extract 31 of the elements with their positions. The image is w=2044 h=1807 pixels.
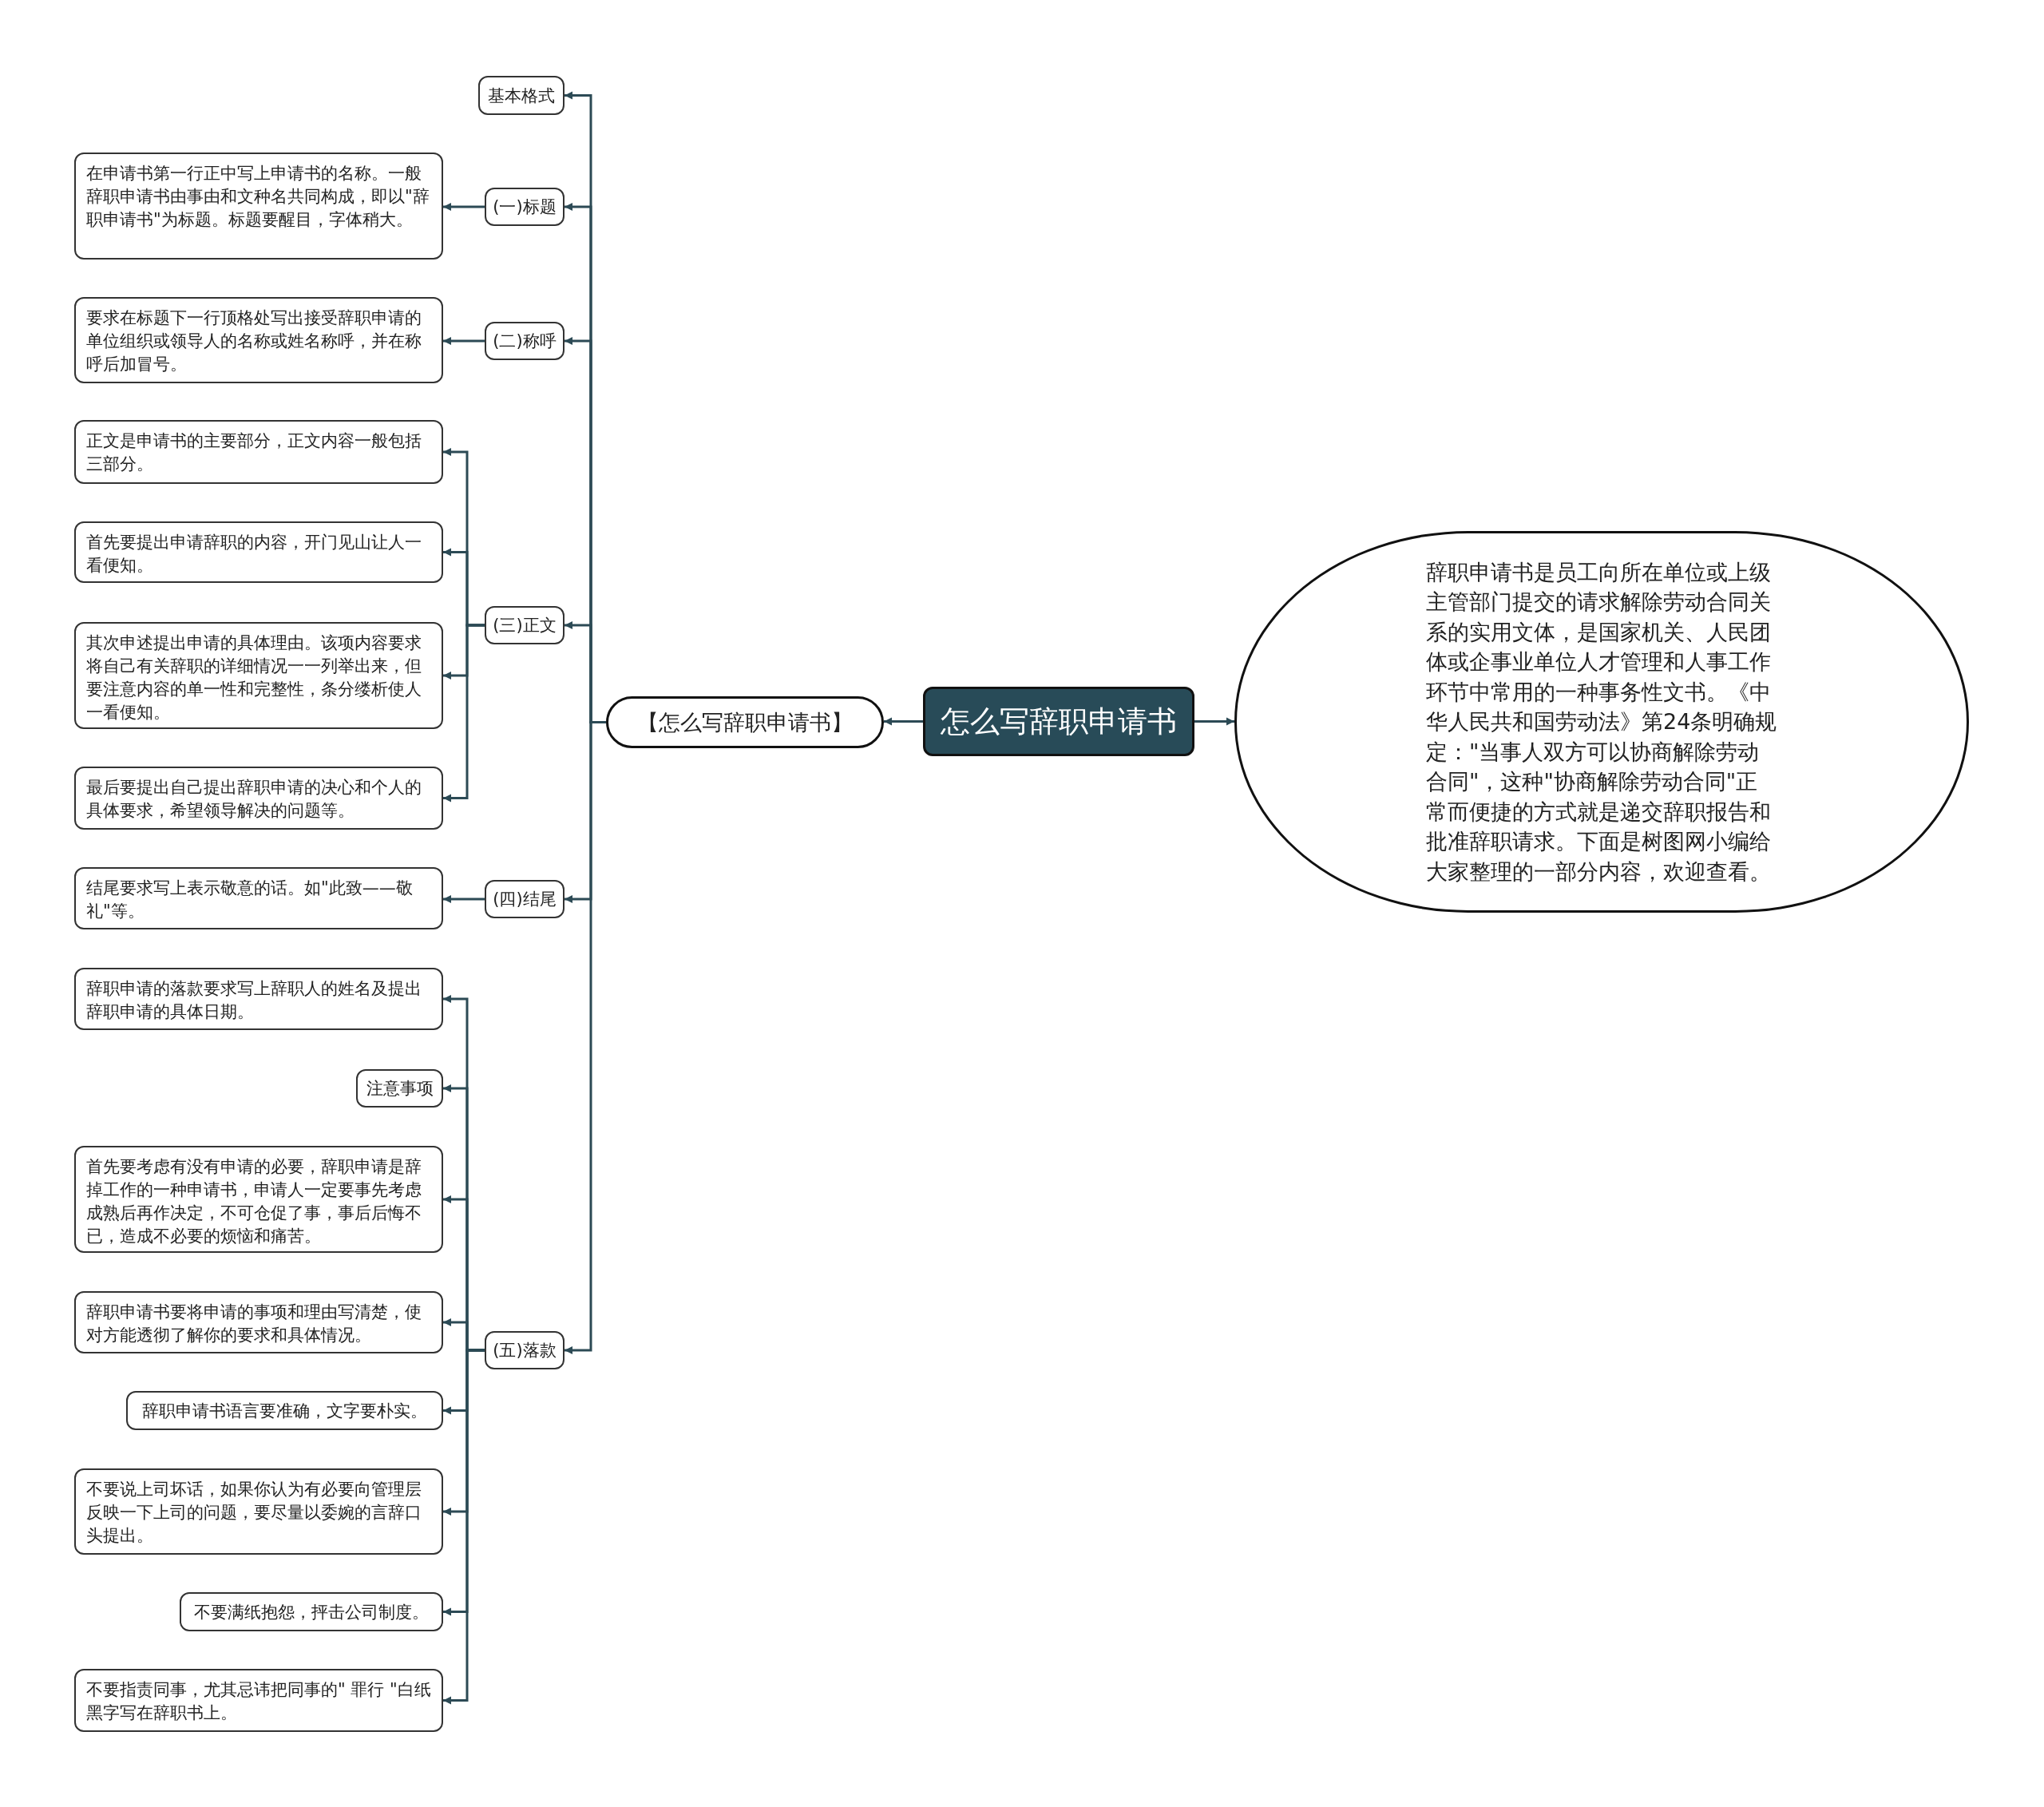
note-box: 其次申述提出申请的具体理由。该项内容要求将自己有关辞职的详细情况一一列举出来，但要注意内容的单一性和完整性，条分缕析使人一看便知。	[74, 622, 443, 729]
note-box: 正文是申请书的主要部分，正文内容一般包括三部分。	[74, 420, 443, 484]
topic-box: (二)称呼	[485, 322, 564, 360]
note-box: 辞职申请书语言要准确，文字要朴实。	[126, 1391, 443, 1430]
connector-arrow	[443, 337, 485, 345]
note-box: 不要说上司坏话，如果你认为有必要向管理层反映一下上司的问题，要尽量以委婉的言辞口头提出。	[74, 1468, 443, 1555]
connector-arrow	[443, 624, 485, 802]
topic-pill: 【怎么写辞职申请书】	[606, 696, 884, 748]
topic-box: 注意事项	[356, 1069, 443, 1108]
note-box: 不要满纸抱怨，抨击公司制度。	[180, 1592, 443, 1631]
connector-arrow	[443, 1349, 485, 1705]
topic-box: (四)结尾	[485, 880, 564, 918]
note-box: 最后要提出自己提出辞职申请的决心和个人的具体要求，希望领导解决的问题等。	[74, 767, 443, 830]
note-box: 辞职申请的落款要求写上辞职人的姓名及提出辞职申请的具体日期。	[74, 968, 443, 1030]
note-box: 辞职申请书要将申请的事项和理由写清楚，使对方能透彻了解你的要求和具体情况。	[74, 1291, 443, 1353]
connector-arrow	[884, 717, 923, 726]
note-box: 在申请书第一行正中写上申请书的名称。一般辞职申请书由事由和文种名共同构成，即以"辞职申请书"为标题。标题要醒目，字体稍大。	[74, 153, 443, 260]
connector-arrow	[443, 895, 485, 903]
topic-box: (五)落款	[485, 1331, 564, 1369]
topic-box: (一)标题	[485, 188, 564, 226]
note-box: 不要指责同事，尤其忌讳把同事的" 罪行 "白纸黑字写在辞职书上。	[74, 1669, 443, 1732]
summary-bubble: 辞职申请书是员工向所在单位或上级主管部门提交的请求解除劳动合同关系的实用文体，是国家机关、人民团体或企事业单位人才管理和人事工作环节中常用的一种事务性文书。《中华人民共和国劳动法》第24条明确规定："当事人双方可以协商解除劳动合同"，这种"协商解除劳动合同"正常而便捷的方式就是递交辞职报告和批准辞职请求。下面是树图网小编给大家整理的一部分内容，欢迎查看。	[1234, 531, 1969, 913]
note-box: 要求在标题下一行顶格处写出接受辞职申请的单位组织或领导人的名称或姓名称呼，并在称呼后加冒号。	[74, 297, 443, 383]
note-box: 首先要考虑有没有申请的必要，辞职申请是辞掉工作的一种申请书，申请人一定要事先考虑成熟后再作决定，不可仓促了事，事后后悔不已，造成不必要的烦恼和痛苦。	[74, 1146, 443, 1253]
topic-box: (三)正文	[485, 606, 564, 644]
central-topic-box: 怎么写辞职申请书	[923, 687, 1194, 756]
note-box: 结尾要求写上表示敬意的话。如"此致——敬礼"等。	[74, 867, 443, 929]
connector-arrow	[1194, 717, 1234, 726]
note-box: 首先要提出申请辞职的内容，开门见山让人一看便知。	[74, 521, 443, 583]
topic-box: 基本格式	[478, 76, 564, 115]
connector-arrow	[443, 203, 485, 211]
